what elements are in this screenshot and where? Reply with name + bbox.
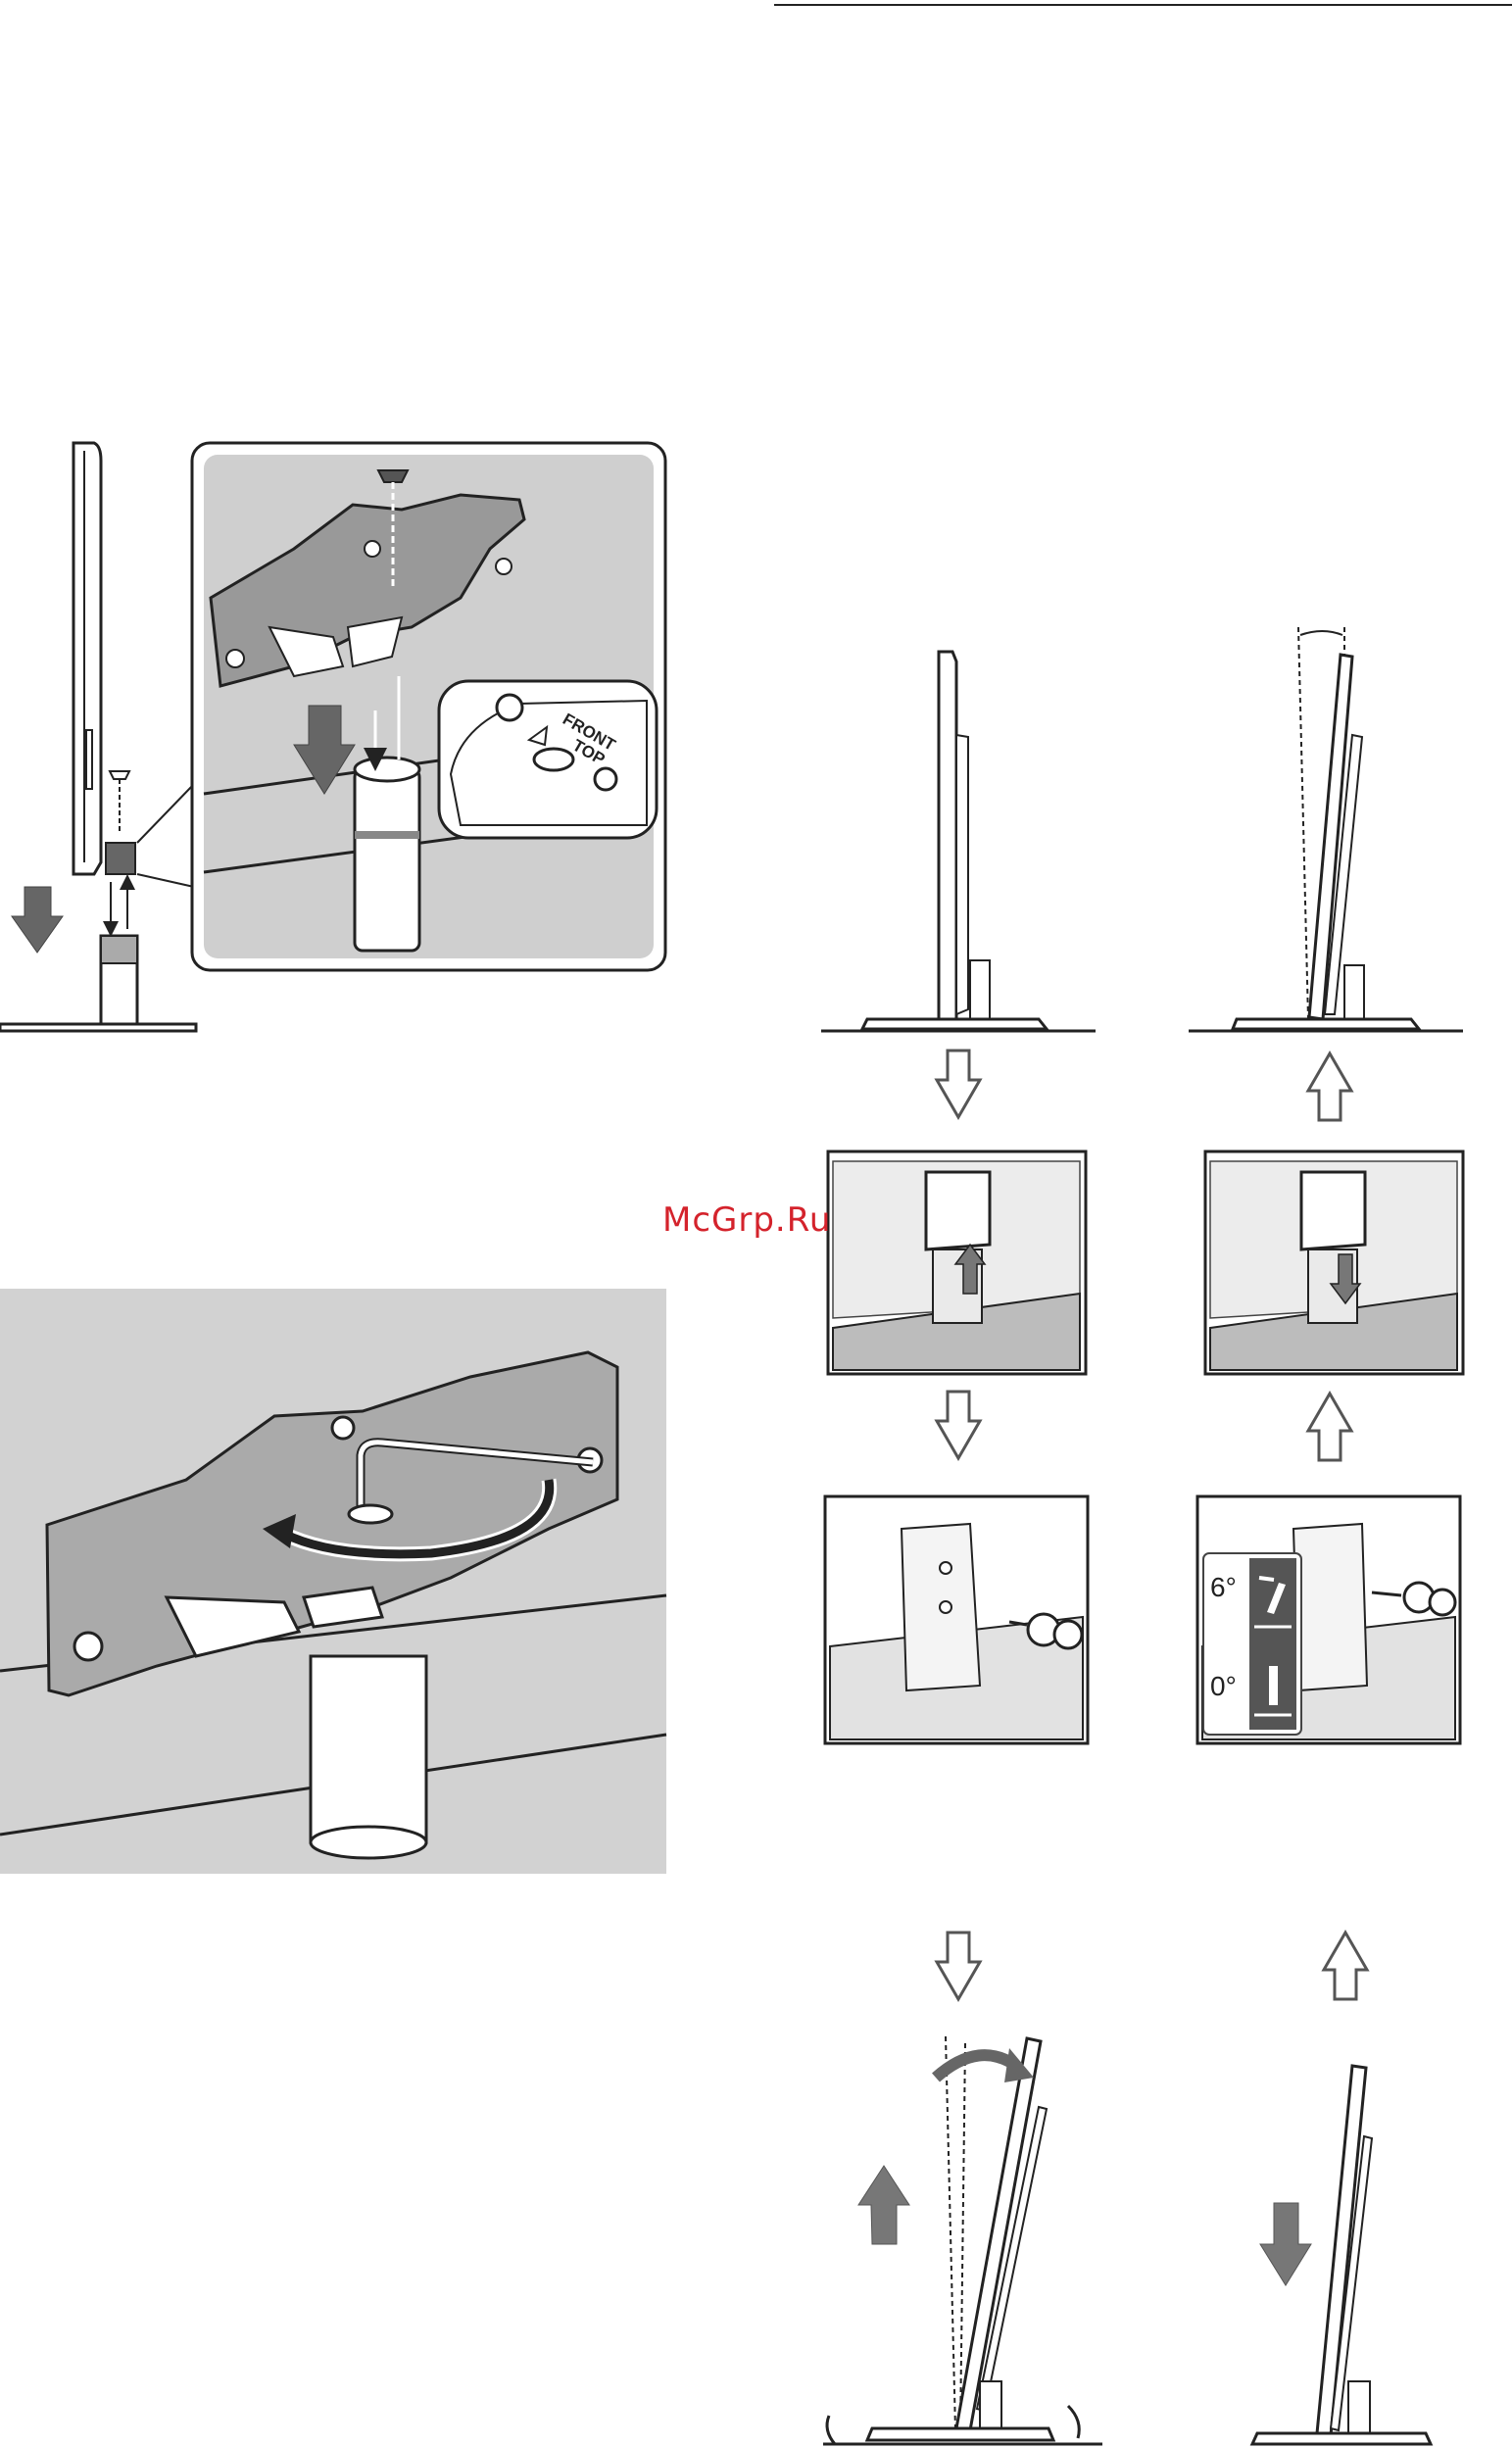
panel-lever-lock (1205, 1151, 1463, 1374)
panel-lever-release (828, 1151, 1086, 1374)
angle-label-0: 0° (1210, 1671, 1237, 1702)
figure-allen-wrench (0, 1289, 666, 1874)
figure-tv-upright-side (821, 652, 1096, 1031)
figure-tv-tilted-side (1189, 627, 1463, 1031)
panel-screw-remove (825, 1496, 1088, 1743)
watermark: McGrp.Ru (662, 1200, 831, 1240)
figure-tv-mount-side (0, 443, 196, 1031)
figure-tv-lowered (1252, 2066, 1431, 2444)
figure-tv-tilt-forward (823, 2036, 1102, 2444)
panel-angle-select (1197, 1496, 1460, 1743)
callout-detail-bracket (192, 443, 665, 970)
angle-label-6: 6° (1210, 1572, 1237, 1603)
